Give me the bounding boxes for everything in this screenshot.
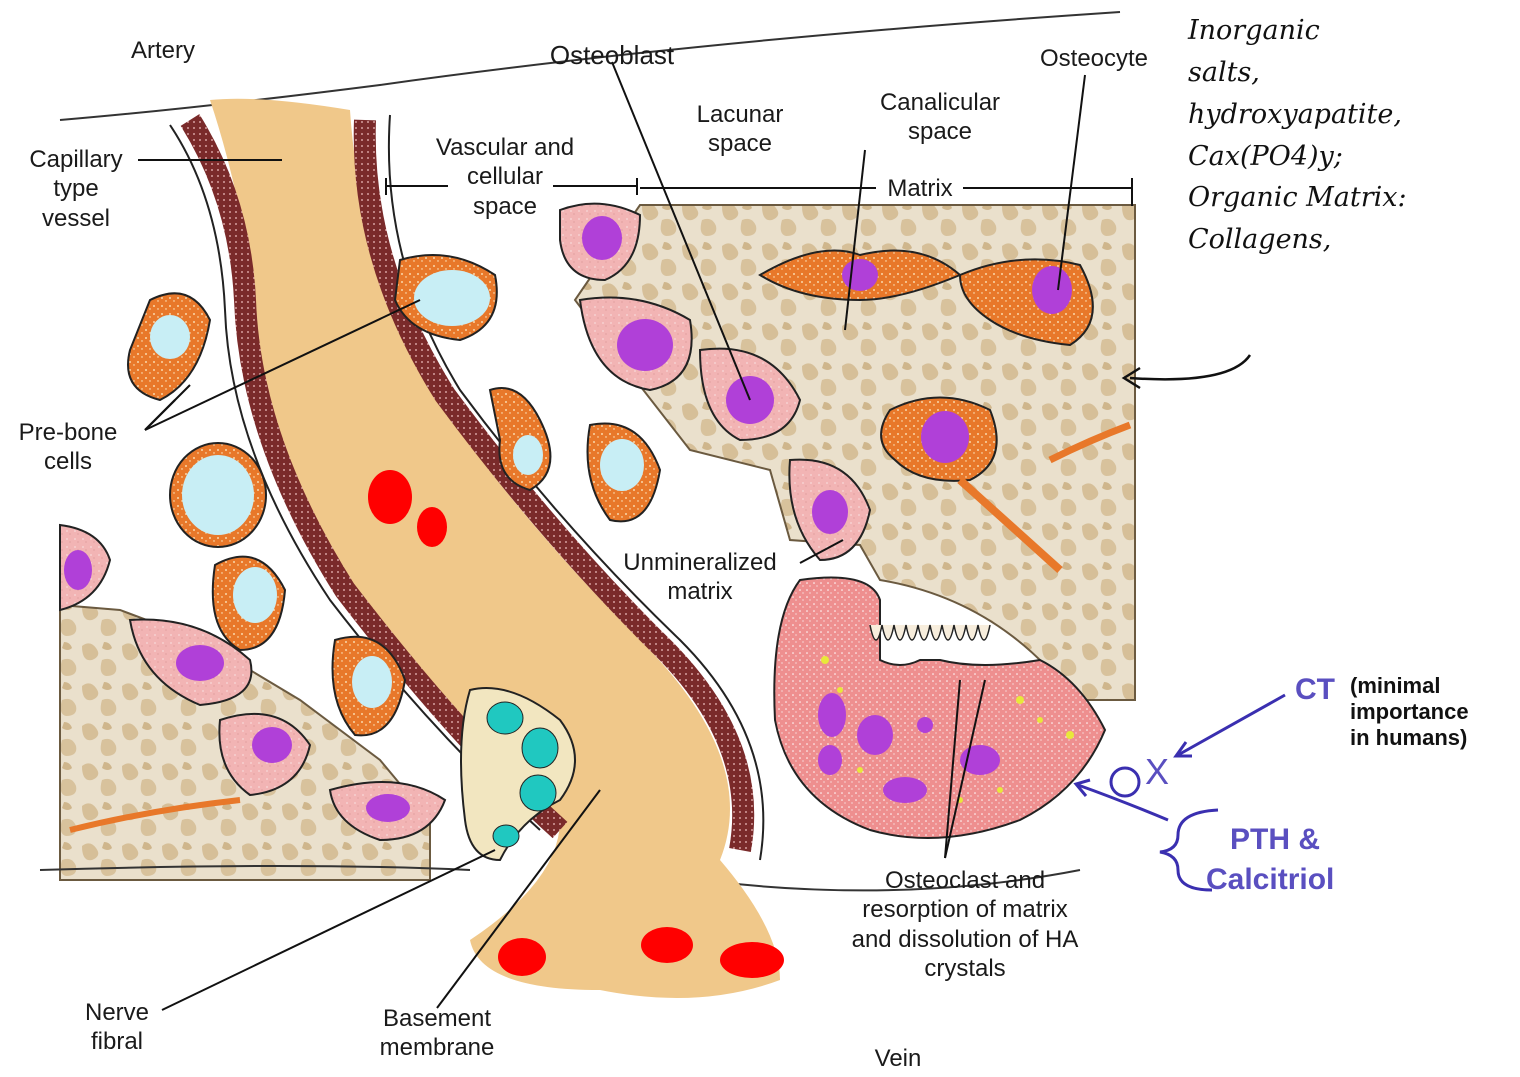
- label-ct-note: (minimal importance in humans): [1350, 673, 1469, 751]
- hand-line-2: salts,: [1188, 52, 1407, 94]
- red-blood-cell: [417, 507, 447, 547]
- label-osteoclast-resorption: Osteoclast and resorption of matrix and …: [852, 866, 1079, 983]
- hand-line-1: Inorganic: [1188, 10, 1407, 52]
- label-ct: CT: [1295, 672, 1335, 708]
- label-lacunar-space: Lacunar space: [697, 100, 784, 159]
- label-artery: Artery: [131, 36, 195, 65]
- label-unmineralized-matrix: Unmineralized matrix: [623, 548, 776, 607]
- matrix-pointer-arrow: [1130, 355, 1250, 379]
- regulation-arrows: [1076, 695, 1285, 890]
- label-capillary-vessel: Capillary type vessel: [29, 145, 122, 233]
- label-canalicular-space: Canalicular space: [880, 88, 1000, 147]
- label-calcitriol: Calcitriol: [1206, 862, 1334, 898]
- red-blood-cell: [641, 927, 693, 963]
- hand-line-4: Cax(PO4)y;: [1188, 136, 1407, 178]
- label-vein: Vein: [875, 1044, 922, 1073]
- red-blood-cell: [368, 470, 412, 524]
- red-blood-cell: [720, 942, 784, 978]
- label-nerve-fibral: Nerve fibral: [85, 998, 149, 1057]
- label-pth: PTH &: [1230, 822, 1320, 858]
- label-vascular-cellular-space: Vascular and cellular space: [436, 133, 574, 221]
- red-blood-cell: [498, 938, 546, 976]
- hand-line-6: Collagens,: [1188, 219, 1407, 261]
- label-osteocyte: Osteocyte: [1040, 44, 1148, 73]
- label-matrix: Matrix: [887, 174, 952, 203]
- hand-line-3: hydroxyapatite,: [1188, 94, 1407, 136]
- hand-line-5: Organic Matrix:: [1188, 177, 1407, 219]
- label-pre-bone-cells: Pre-bone cells: [19, 418, 118, 477]
- x-inhibit-symbol: X: [1145, 750, 1169, 793]
- label-basement-membrane: Basement membrane: [380, 1004, 495, 1063]
- label-osteoblast: Osteoblast: [550, 40, 674, 72]
